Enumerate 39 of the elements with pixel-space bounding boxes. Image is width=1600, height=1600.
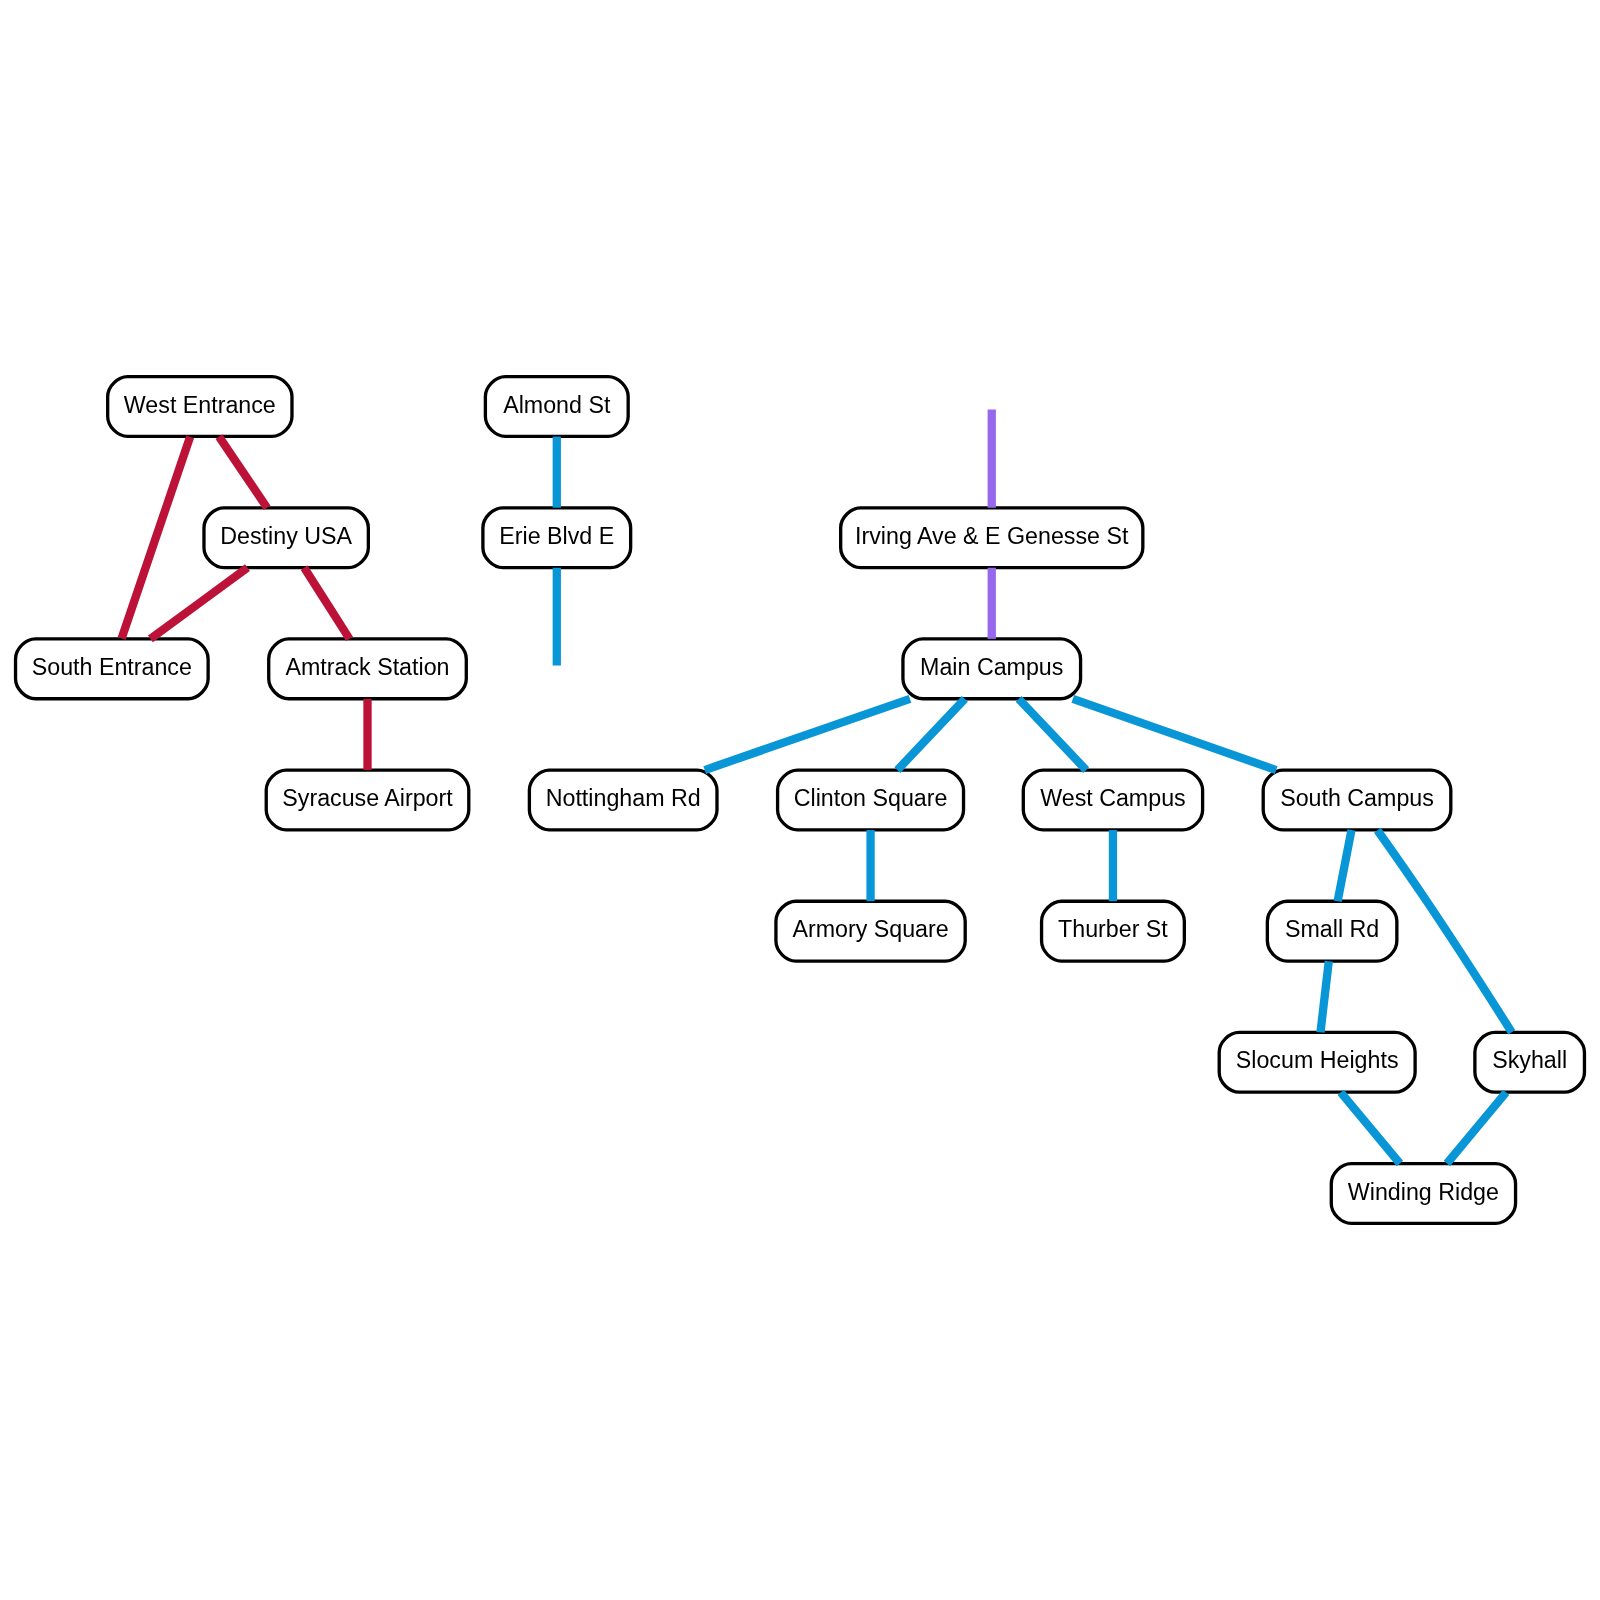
connector — [1443, 1089, 1510, 1167]
node-box: West Entrance — [106, 374, 294, 439]
connector — [1316, 960, 1333, 1033]
node-box: South Entrance — [13, 637, 210, 701]
connector — [1071, 694, 1278, 774]
connector — [1337, 1089, 1404, 1167]
connector — [1108, 830, 1118, 902]
connector — [117, 435, 194, 640]
connector — [866, 830, 875, 902]
connector — [363, 698, 372, 771]
connector — [1015, 696, 1090, 773]
connector — [1374, 827, 1516, 1035]
node-box: Armory Square — [774, 899, 967, 963]
node-box: Small Rd — [1265, 899, 1399, 963]
node-box: West Campus — [1021, 768, 1205, 832]
node-box: Slocum Heights — [1217, 1030, 1417, 1094]
node-box: Syracuse Airport — [264, 768, 471, 832]
node-box: South Campus — [1261, 768, 1453, 832]
node-box: Irving Ave & E Genesse St — [839, 506, 1145, 570]
connector — [987, 567, 996, 639]
connector — [147, 564, 250, 643]
connector — [215, 434, 271, 511]
node-box: Destiny USA — [202, 506, 370, 570]
node-box: Amtrack Station — [267, 637, 468, 701]
node-box: Thurber St — [1039, 899, 1186, 963]
node-box: Skyhall — [1473, 1030, 1587, 1094]
node-box: Winding Ridge — [1329, 1161, 1518, 1225]
node-box: Main Campus — [901, 637, 1083, 701]
connector — [987, 409, 996, 508]
connector — [300, 565, 353, 642]
node-box: Clinton Square — [775, 768, 966, 832]
node-box: Nottingham Rd — [527, 768, 719, 832]
connector — [894, 696, 968, 773]
connector — [552, 567, 561, 666]
node-box: Almond St — [483, 374, 630, 439]
node-box: Erie Blvd E — [481, 506, 633, 570]
connector — [552, 436, 561, 508]
connector — [703, 694, 912, 774]
connector — [1333, 829, 1356, 902]
